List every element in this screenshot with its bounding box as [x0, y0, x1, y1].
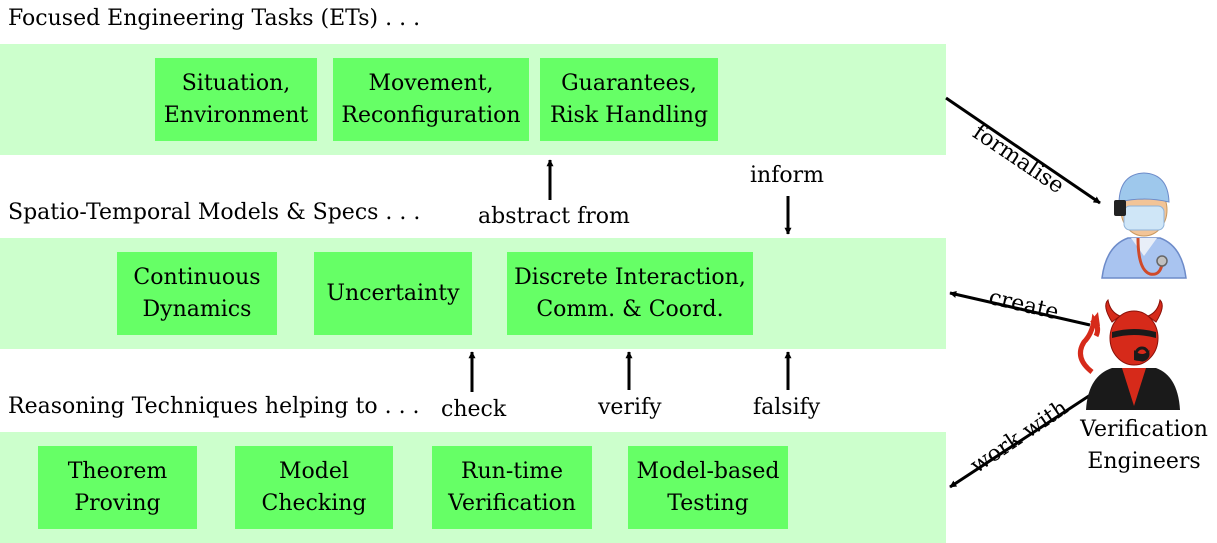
models-tier-heading: Spatio-Temporal Models & Specs . . .: [8, 200, 421, 225]
engineer-person-icon: [1101, 172, 1187, 279]
technique-box-line: Theorem: [67, 458, 168, 484]
task-box-line: Situation,: [181, 70, 291, 96]
task-box-line: Environment: [163, 102, 309, 128]
technique-box-line: Verification: [448, 490, 576, 516]
verify-label: verify: [598, 395, 662, 420]
technique-box-line: Testing: [667, 490, 749, 516]
technique-box-line: Checking: [261, 490, 367, 516]
task-box-line: Risk Handling: [549, 102, 709, 128]
inform-label: inform: [750, 163, 824, 188]
tasks-tier-heading: Focused Engineering Tasks (ETs) . . .: [8, 6, 421, 31]
verification-engineers-label: Verification Engineers: [1072, 414, 1216, 478]
work-with-arrow: [949, 388, 1099, 489]
task-box-line: Guarantees,: [561, 70, 697, 96]
model-box-line: Comm. & Coord.: [536, 296, 724, 322]
abstract-from-label: abstract from: [478, 204, 630, 229]
actor-label-line: Engineers: [1087, 449, 1201, 474]
task-box-situation: Situation, Environment: [155, 58, 317, 141]
check-label: check: [441, 397, 507, 422]
formalise-arrow: [945, 96, 1101, 205]
create-arrow: [949, 290, 1091, 327]
technique-box-line: Proving: [74, 490, 161, 516]
model-box-line: Continuous: [133, 264, 261, 290]
techniques-tier-heading: Reasoning Techniques helping to . . .: [8, 394, 420, 419]
technique-box-line: Model: [279, 458, 349, 484]
falsify-label: falsify: [753, 395, 821, 420]
task-box-line: Movement,: [368, 70, 494, 96]
model-box-uncertainty: Uncertainty: [314, 252, 472, 335]
technique-box-line: Model-based: [636, 458, 780, 484]
task-box-movement: Movement, Reconfiguration: [333, 58, 529, 141]
task-box-guarantees: Guarantees, Risk Handling: [540, 58, 718, 141]
model-box-discrete: Discrete Interaction, Comm. & Coord.: [507, 252, 753, 335]
model-box-line: Dynamics: [142, 296, 252, 322]
actor-label-line: Verification: [1080, 417, 1208, 442]
model-box-line: Discrete Interaction,: [514, 264, 746, 290]
model-box-line: Uncertainty: [326, 280, 460, 306]
devil-person-icon: [1077, 298, 1180, 410]
task-box-line: Reconfiguration: [341, 102, 521, 128]
technique-box-line: Run-time: [460, 458, 564, 484]
